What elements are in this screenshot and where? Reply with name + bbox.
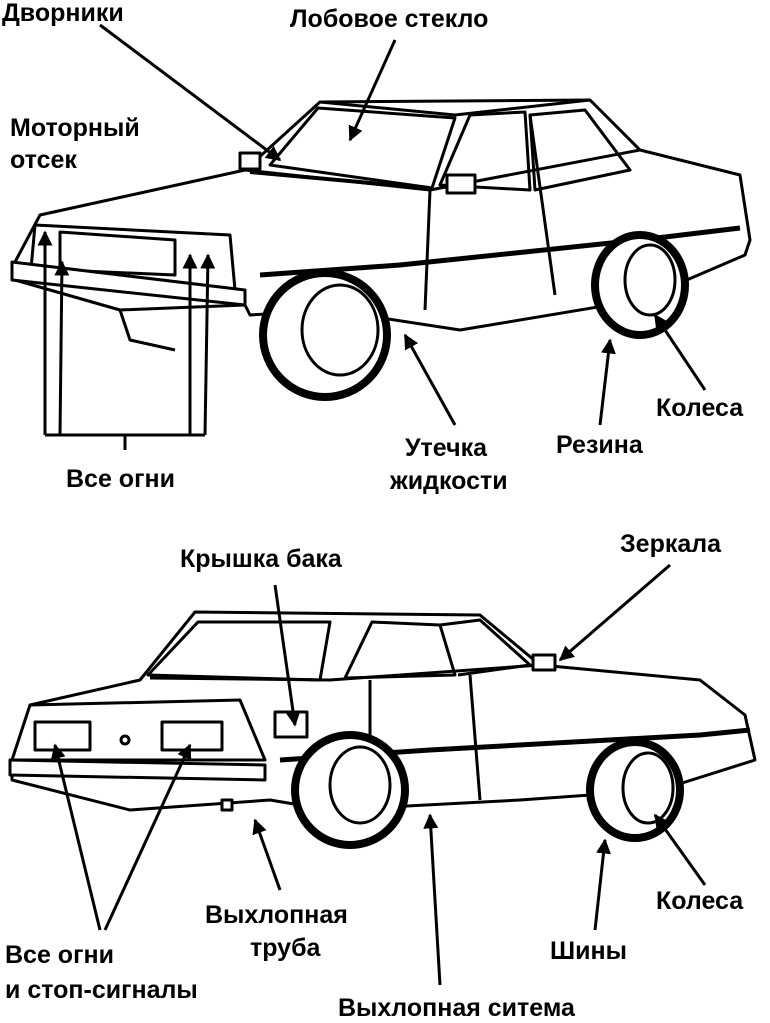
label-engine-line2: отсек bbox=[10, 146, 77, 174]
front-car-illustration bbox=[10, 98, 752, 401]
label-tires: Шины bbox=[550, 937, 627, 965]
label-wheels-bottom: Колеса bbox=[656, 887, 744, 915]
label-wipers: Дворники bbox=[2, 0, 124, 27]
label-rubber: Резина bbox=[556, 431, 643, 459]
rear-car-illustration bbox=[8, 610, 757, 849]
label-leak-line2: жидкости bbox=[390, 467, 508, 495]
label-fuel-cap: Крышка бака bbox=[180, 545, 342, 573]
top-callout-lines bbox=[37, 23, 707, 450]
label-windshield: Лобовое стекло bbox=[290, 5, 489, 33]
label-lights-line2: и стоп-сигналы bbox=[5, 976, 198, 1004]
label-exhaust-system: Выхлопная ситема bbox=[338, 994, 575, 1022]
bottom-callout-lines bbox=[50, 563, 707, 986]
label-exhaust-pipe-line1: Выхлопная bbox=[205, 901, 348, 929]
label-leak-line1: Утечка bbox=[405, 434, 488, 462]
label-wheels-top: Колеса bbox=[656, 394, 744, 422]
label-exhaust-pipe-line2: труба bbox=[250, 934, 321, 962]
label-lights-line1: Все огни bbox=[5, 941, 114, 969]
label-mirrors: Зеркала bbox=[620, 530, 722, 558]
label-all-lights: Все огни bbox=[66, 465, 175, 493]
label-engine-line1: Моторный bbox=[10, 114, 140, 142]
